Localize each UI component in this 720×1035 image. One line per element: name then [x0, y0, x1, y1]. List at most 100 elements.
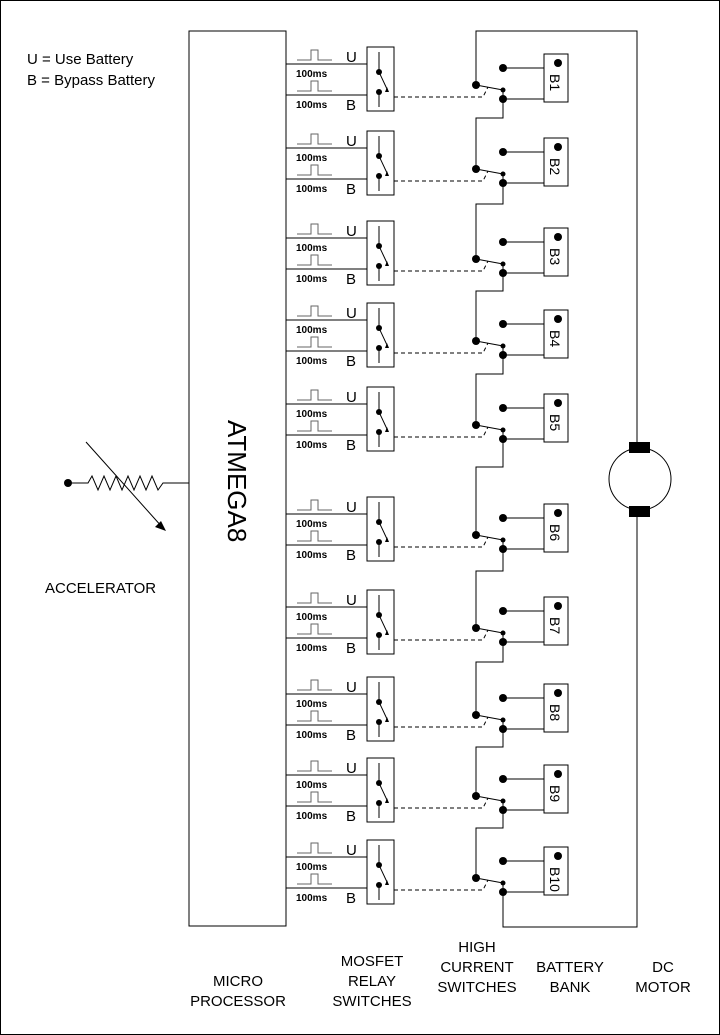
series-wire — [475, 549, 504, 628]
relay-arm-tip — [385, 798, 389, 803]
battery-terminal — [554, 770, 562, 778]
processor-label: ATMEGA8 — [222, 420, 252, 542]
use-label: U — [346, 760, 357, 777]
hc-switch-blade — [475, 795, 504, 802]
mechanical-link — [394, 342, 489, 354]
bypass-pulse-icon — [297, 791, 332, 803]
resistor-zigzag — [68, 474, 189, 492]
use-label: U — [346, 679, 357, 696]
series-wire — [475, 99, 504, 169]
pulse-duration-label: 100ms — [296, 643, 328, 654]
bypass-label: B — [346, 640, 356, 657]
battery-label: B8 — [547, 704, 563, 721]
mosfet-relay-box — [366, 757, 395, 823]
relay-arm-tip — [385, 171, 389, 176]
bypass-label: B — [346, 271, 356, 288]
bypass-pulse-icon — [297, 420, 332, 432]
battery-label: B1 — [547, 74, 563, 91]
battery-label: B2 — [547, 158, 563, 175]
mechanical-link — [394, 797, 489, 809]
pulse-duration-label: 100ms — [296, 550, 328, 561]
bypass-pulse-icon — [297, 336, 332, 348]
bypass-pulse-icon — [297, 164, 332, 176]
battery-terminal — [554, 602, 562, 610]
battery-terminal — [554, 399, 562, 407]
bypass-label: B — [346, 890, 356, 907]
legend-use: U = Use Battery — [27, 51, 134, 68]
bypass-label: B — [346, 808, 356, 825]
pulse-duration-label: 100ms — [296, 356, 328, 367]
relay-arm-tip — [385, 427, 389, 432]
battery-terminal — [554, 509, 562, 517]
bypass-label: B — [346, 547, 356, 564]
pulse-duration-label: 100ms — [296, 780, 328, 791]
battery-cell — [543, 503, 569, 553]
battery-cell — [543, 846, 569, 896]
relay-arm-tip — [385, 880, 389, 885]
pulse-duration-label: 100ms — [296, 69, 328, 80]
use-pulse-icon — [297, 389, 332, 401]
pulse-duration-label: 100ms — [296, 100, 328, 111]
bypass-pulse-icon — [297, 623, 332, 635]
mosfet-relay-box — [366, 589, 395, 655]
relay-arm-tip — [385, 343, 389, 348]
use-pulse-icon — [297, 49, 332, 61]
relay-arm — [378, 71, 388, 90]
mechanical-link — [394, 629, 489, 641]
use-pulse-icon — [297, 842, 332, 854]
mosfet-relay-box — [366, 46, 395, 112]
hc-switch-blade — [475, 84, 504, 91]
relay-arm — [378, 327, 388, 346]
use-pulse-icon — [297, 679, 332, 691]
relay-arm — [378, 155, 388, 174]
series-wire — [475, 642, 504, 715]
battery-label: B5 — [547, 414, 563, 431]
use-pulse-icon — [297, 592, 332, 604]
battery-cell — [543, 764, 569, 814]
battery-terminal — [554, 689, 562, 697]
hc-switch-blade — [475, 168, 504, 175]
relay-arm — [378, 614, 388, 633]
battery-cell — [543, 596, 569, 646]
series-wire — [475, 439, 504, 535]
pulse-duration-label: 100ms — [296, 184, 328, 195]
series-wire — [475, 273, 504, 341]
hc-switch-blade — [475, 340, 504, 347]
battery-cell — [543, 227, 569, 277]
battery-terminal — [554, 852, 562, 860]
battery-cell — [543, 137, 569, 187]
motor-brush-top — [629, 442, 650, 453]
use-label: U — [346, 49, 357, 66]
battery-cell — [543, 393, 569, 443]
pulse-duration-label: 100ms — [296, 893, 328, 904]
dc-motor — [608, 442, 672, 517]
bypass-pulse-icon — [297, 710, 332, 722]
battery-label: B3 — [547, 248, 563, 265]
use-pulse-icon — [297, 223, 332, 235]
pulse-duration-label: 100ms — [296, 325, 328, 336]
bypass-label: B — [346, 97, 356, 114]
use-label: U — [346, 133, 357, 150]
use-label: U — [346, 305, 357, 322]
pulse-duration-label: 100ms — [296, 862, 328, 873]
mechanical-link — [394, 86, 489, 98]
mosfet-relay-box — [366, 676, 395, 742]
motor-brush-bottom — [629, 506, 650, 517]
use-pulse-icon — [297, 760, 332, 772]
use-pulse-icon — [297, 133, 332, 145]
mechanical-link — [394, 879, 489, 891]
mechanical-link — [394, 536, 489, 548]
bypass-pulse-icon — [297, 530, 332, 542]
pulse-duration-label: 100ms — [296, 699, 328, 710]
bypass-label: B — [346, 727, 356, 744]
use-label: U — [346, 842, 357, 859]
battery-terminal — [554, 233, 562, 241]
